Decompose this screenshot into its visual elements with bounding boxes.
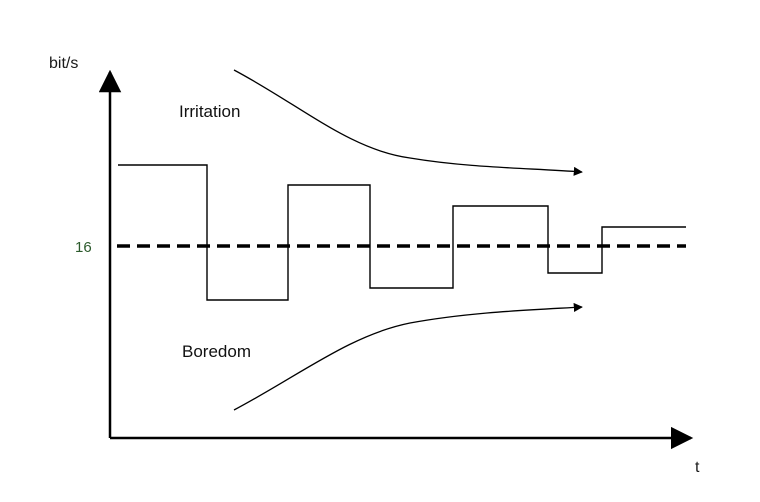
boredom-label: Boredom — [182, 342, 251, 361]
threshold-label: 16 — [75, 239, 92, 256]
x-axis-label: t — [695, 459, 700, 476]
y-axis-label: bit/s — [49, 55, 78, 72]
irritation-label: Irritation — [179, 102, 240, 121]
irritation-envelope-arrow — [233, 69, 583, 176]
boredom-envelope-arrow — [233, 302, 583, 411]
signal-square-wave — [118, 164, 686, 301]
